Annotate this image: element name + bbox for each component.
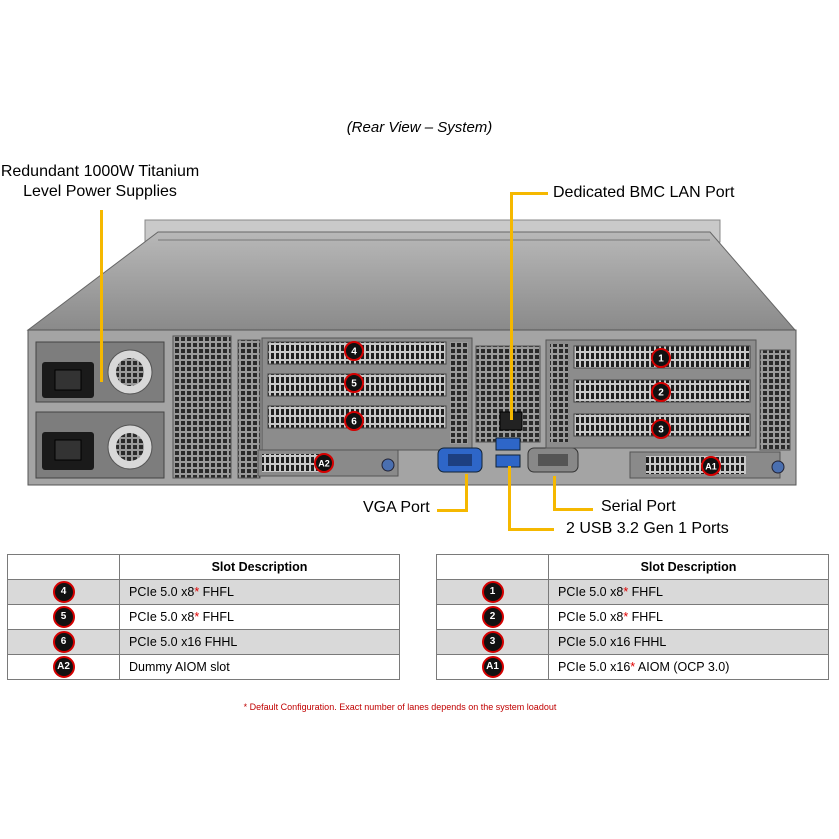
server-rear-illustration: 4 5 6A2 1 2 3A1 <box>26 219 797 486</box>
table-row: 3 PCIe 5.0 x16 FHHL <box>436 629 829 655</box>
svg-text:4: 4 <box>351 347 357 358</box>
serial-leader-line-h <box>553 508 593 511</box>
psu-leader-line <box>100 210 103 382</box>
bmc-callout-label: Dedicated BMC LAN Port <box>553 184 735 201</box>
usb-callout-label: 2 USB 3.2 Gen 1 Ports <box>566 520 729 537</box>
left-table-blank-header <box>7 554 120 580</box>
table-row: 1 PCIe 5.0 x8* FHFL <box>436 579 829 605</box>
default-mark: * <box>623 585 629 599</box>
slot-desc: PCIe 5.0 x16 <box>558 660 631 674</box>
default-mark: * <box>194 585 200 599</box>
serial-callout-label: Serial Port <box>601 498 676 515</box>
slot-badge: 3 <box>481 631 504 653</box>
right-slot-table: Slot Description 1 PCIe 5.0 x8* FHFL 2 P… <box>436 554 829 680</box>
footnote: * Default Configuration. Exact number of… <box>243 702 557 712</box>
slot-marker-2: 2 <box>651 382 671 402</box>
svg-text:3: 3 <box>658 425 664 436</box>
default-mark: * <box>630 660 636 674</box>
slot-badge: A2 <box>52 656 75 678</box>
table-row: 5 PCIe 5.0 x8* FHFL <box>7 604 400 630</box>
slot-marker-1: 1 <box>651 348 671 368</box>
vga-callout-label: VGA Port <box>363 499 430 516</box>
slot-suffix: FHFL <box>199 610 234 624</box>
psu-callout-label: Redundant 1000W Titanium Level Power Sup… <box>0 162 200 202</box>
svg-text:5: 5 <box>351 379 357 390</box>
svg-text:6: 6 <box>351 417 357 428</box>
slot-marker-6: 6 <box>344 411 364 431</box>
view-title: (Rear View – System) <box>346 119 493 136</box>
right-table-blank-header <box>436 554 549 580</box>
svg-text:2: 2 <box>658 388 664 399</box>
slot-desc: PCIe 5.0 x8 <box>129 585 195 599</box>
table-row: A2 Dummy AIOM slot <box>7 654 400 680</box>
right-table-header: Slot Description <box>548 554 829 580</box>
slot-marker-a2: A2 <box>314 453 334 473</box>
slot-badge: 5 <box>52 606 75 628</box>
slot-suffix: FHFL <box>199 585 234 599</box>
default-mark: * <box>623 610 629 624</box>
default-mark: * <box>194 610 200 624</box>
slot-marker-4: 4 <box>344 341 364 361</box>
psu-callout-line2: Level Power Supplies <box>23 183 177 200</box>
right-table-header-row: Slot Description <box>436 554 829 580</box>
slot-desc: Dummy AIOM slot <box>129 660 230 674</box>
left-slot-table: Slot Description 4 PCIe 5.0 x8* FHFL 5 P… <box>7 554 400 680</box>
slot-badge: 4 <box>52 581 75 603</box>
psu-callout-line1: Redundant 1000W Titanium <box>0 163 200 180</box>
slot-desc: PCIe 5.0 x8 <box>558 610 624 624</box>
slot-badge: A1 <box>481 656 504 678</box>
slot-desc: PCIe 5.0 x16 FHHL <box>558 635 667 649</box>
slot-suffix: FHFL <box>628 610 663 624</box>
slot-desc: PCIe 5.0 x16 FHHL <box>129 635 238 649</box>
vga-leader-line-v <box>465 474 468 512</box>
slot-marker-3: 3 <box>651 419 671 439</box>
left-table-header: Slot Description <box>119 554 400 580</box>
slot-badge: 6 <box>52 631 75 653</box>
slot-desc: PCIe 5.0 x8 <box>129 610 195 624</box>
bmc-leader-line-v <box>510 192 513 420</box>
usb-leader-line-v <box>508 466 511 531</box>
table-row: 2 PCIe 5.0 x8* FHFL <box>436 604 829 630</box>
table-row: 4 PCIe 5.0 x8* FHFL <box>7 579 400 605</box>
svg-text:A1: A1 <box>705 462 717 472</box>
left-table-header-row: Slot Description <box>7 554 400 580</box>
slot-desc: PCIe 5.0 x8 <box>558 585 624 599</box>
table-row: A1 PCIe 5.0 x16* AIOM (OCP 3.0) <box>436 654 829 680</box>
usb-leader-line-h <box>508 528 554 531</box>
serial-leader-line-v <box>553 476 556 511</box>
slot-badge: 1 <box>481 581 504 603</box>
slot-marker-a1: A1 <box>701 456 721 476</box>
slot-suffix: FHFL <box>628 585 663 599</box>
slot-badge: 2 <box>481 606 504 628</box>
bmc-leader-line-h <box>510 192 548 195</box>
svg-text:1: 1 <box>658 354 664 365</box>
slot-suffix: AIOM (OCP 3.0) <box>635 660 730 674</box>
slot-marker-5: 5 <box>344 373 364 393</box>
svg-text:A2: A2 <box>318 459 330 469</box>
table-row: 6 PCIe 5.0 x16 FHHL <box>7 629 400 655</box>
vga-leader-line-h <box>437 509 468 512</box>
